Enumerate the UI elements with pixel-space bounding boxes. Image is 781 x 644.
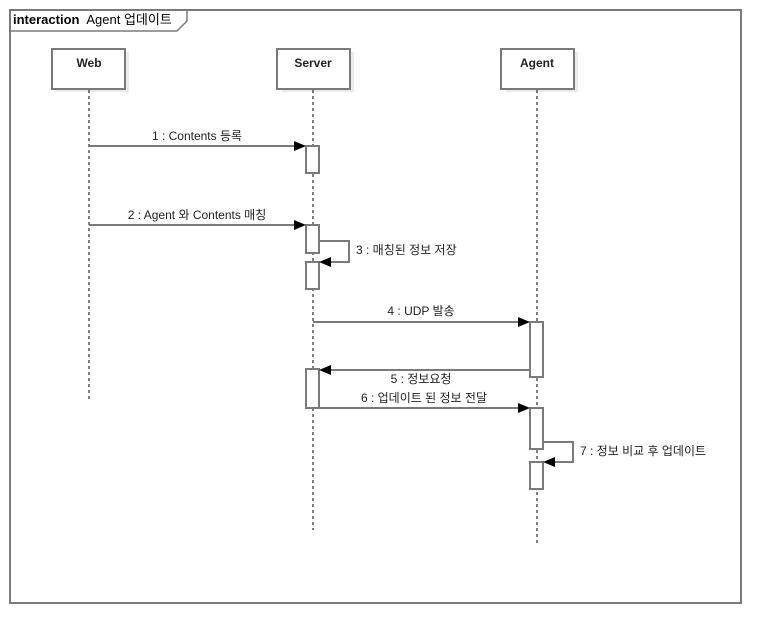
- arrowhead-icon: [294, 220, 306, 230]
- lifeline-head[interactable]: [276, 48, 351, 90]
- message-label: 6 : 업데이트 된 정보 전달: [361, 391, 487, 405]
- activation-agent-1[interactable]: [529, 321, 544, 378]
- activation-server-2[interactable]: [305, 224, 320, 254]
- lifeline-label: Web: [76, 56, 101, 70]
- activation-agent-3[interactable]: [529, 461, 544, 490]
- arrowhead-icon: [319, 365, 331, 375]
- arrowhead-icon: [543, 457, 555, 467]
- arrowhead-icon: [518, 403, 530, 413]
- message-line: [543, 441, 574, 463]
- message-2[interactable]: 2 : Agent 와 Contents 매칭: [89, 208, 306, 230]
- activation-server-1[interactable]: [305, 145, 320, 174]
- message-label: 3 : 매칭된 정보 저장: [356, 243, 457, 257]
- message-1[interactable]: 1 : Contents 등록: [89, 129, 306, 151]
- lifeline-web[interactable]: Web: [51, 48, 129, 400]
- message-4[interactable]: 4 : UDP 발송: [313, 304, 530, 327]
- lifeline-head[interactable]: [500, 48, 575, 90]
- activation-server-4[interactable]: [305, 368, 320, 409]
- message-label: 2 : Agent 와 Contents 매칭: [128, 208, 267, 222]
- arrowhead-icon: [294, 141, 306, 151]
- message-label: 5 : 정보요청: [391, 372, 452, 386]
- message-label: 4 : UDP 발송: [387, 304, 454, 318]
- interaction-frame: interaction Agent 업데이트: [9, 9, 742, 604]
- activation-server-3[interactable]: [305, 261, 320, 290]
- lifeline-server[interactable]: Server: [276, 48, 354, 530]
- message-3-self[interactable]: 3 : 매칭된 정보 저장: [319, 240, 457, 267]
- frame-border: [9, 9, 742, 604]
- frame-name: Agent 업데이트: [86, 12, 171, 27]
- arrowhead-icon: [319, 257, 331, 267]
- frame-title[interactable]: interaction Agent 업데이트: [13, 12, 172, 27]
- activation-agent-2[interactable]: [529, 407, 544, 450]
- activations: [305, 145, 544, 490]
- frame-keyword: interaction: [13, 12, 80, 27]
- lifeline-head[interactable]: [51, 48, 126, 90]
- message-label: 7 : 정보 비교 후 업데이트: [580, 444, 706, 458]
- arrowhead-icon: [518, 317, 530, 327]
- lifeline-agent[interactable]: Agent: [500, 48, 578, 543]
- message-6[interactable]: 6 : 업데이트 된 정보 전달: [319, 391, 530, 413]
- frame-title-tab: [10, 10, 188, 32]
- message-5[interactable]: 5 : 정보요청: [319, 365, 530, 386]
- lifeline-label: Server: [294, 56, 332, 70]
- message-line: [319, 240, 350, 263]
- message-7-self[interactable]: 7 : 정보 비교 후 업데이트: [543, 441, 706, 467]
- lifeline-label: Agent: [520, 56, 554, 70]
- message-label: 1 : Contents 등록: [152, 129, 242, 143]
